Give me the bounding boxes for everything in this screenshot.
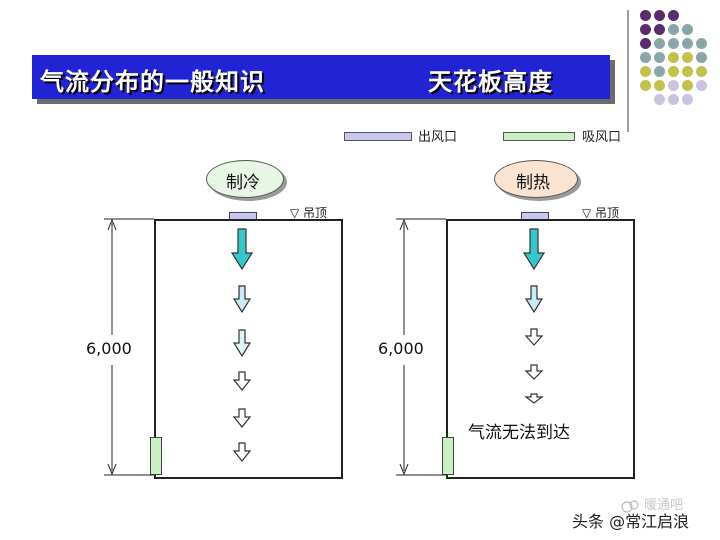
ceiling-label: ▽ 吊顶 (582, 206, 620, 220)
page-title: 气流分布的一般知识 (40, 68, 265, 96)
decor-dot (696, 52, 707, 63)
return-inlet (150, 437, 162, 475)
dimension-line (104, 218, 154, 476)
decor-dot (654, 38, 665, 49)
title-banner (32, 55, 610, 99)
decor-dot (682, 38, 693, 49)
room-outline-cooling (154, 219, 343, 479)
decor-dot (640, 66, 651, 77)
decor-dot (654, 94, 665, 105)
legend-swatch-outlet (344, 132, 412, 141)
return-inlet (442, 437, 454, 475)
airflow-arrow (232, 285, 252, 314)
cooling-mode-badge (206, 160, 284, 198)
heating-mode-label: 制热 (516, 173, 550, 193)
airflow-arrow (230, 228, 254, 271)
airflow-arrow (232, 371, 252, 391)
decor-dot (696, 38, 707, 49)
room-outline-heating (446, 219, 635, 479)
decor-dot (682, 52, 693, 63)
decor-dot (654, 80, 665, 91)
legend-label-outlet: 出风口 (418, 130, 458, 145)
decor-dot (640, 52, 651, 63)
decor-dot (654, 52, 665, 63)
decor-dot-grid (640, 10, 710, 120)
airflow-arrow (524, 285, 544, 314)
decor-dot (654, 10, 665, 21)
airflow-unreachable-note: 气流无法到达 (468, 423, 570, 443)
decor-dot (654, 66, 665, 77)
airflow-arrow (524, 328, 544, 346)
airflow-arrow (522, 228, 546, 271)
airflow-arrows-heating (522, 228, 546, 404)
heating-mode-badge (494, 160, 578, 198)
decor-dot (682, 66, 693, 77)
decor-dot (682, 94, 693, 105)
watermark-logo (621, 500, 639, 513)
dimension-line (396, 218, 446, 476)
ceiling-height-label: 6,000 (86, 339, 132, 358)
decor-dot (668, 10, 679, 21)
legend-swatch-inlet (503, 132, 575, 141)
decor-dot (640, 24, 651, 35)
decor-dot (696, 66, 707, 77)
decor-divider (627, 10, 629, 132)
decor-dot (682, 24, 693, 35)
page-subtitle: 天花板高度 (428, 68, 553, 96)
decor-dot (640, 38, 651, 49)
airflow-arrow (524, 393, 544, 404)
decor-dot (668, 52, 679, 63)
cooling-mode-label: 制冷 (226, 173, 260, 193)
airflow-arrow (232, 329, 252, 358)
decor-dot (640, 10, 651, 21)
source-credit: 头条 @常江启浪 (572, 512, 690, 531)
decor-dot (696, 80, 707, 91)
decor-dot (640, 80, 651, 91)
airflow-arrow (232, 442, 252, 462)
ceiling-height-label: 6,000 (378, 339, 424, 358)
airflow-arrow (232, 408, 252, 428)
watermark-text: 暖通吧 (644, 498, 684, 513)
decor-dot (668, 24, 679, 35)
legend-label-inlet: 吸风口 (582, 130, 622, 145)
decor-dot (668, 94, 679, 105)
decor-dot (682, 80, 693, 91)
decor-dot (668, 66, 679, 77)
airflow-arrows-cooling (230, 228, 254, 462)
airflow-arrow (524, 364, 544, 380)
ceiling-label: ▽ 吊顶 (290, 206, 328, 220)
decor-dot (668, 80, 679, 91)
decor-dot (668, 38, 679, 49)
decor-dot (654, 24, 665, 35)
